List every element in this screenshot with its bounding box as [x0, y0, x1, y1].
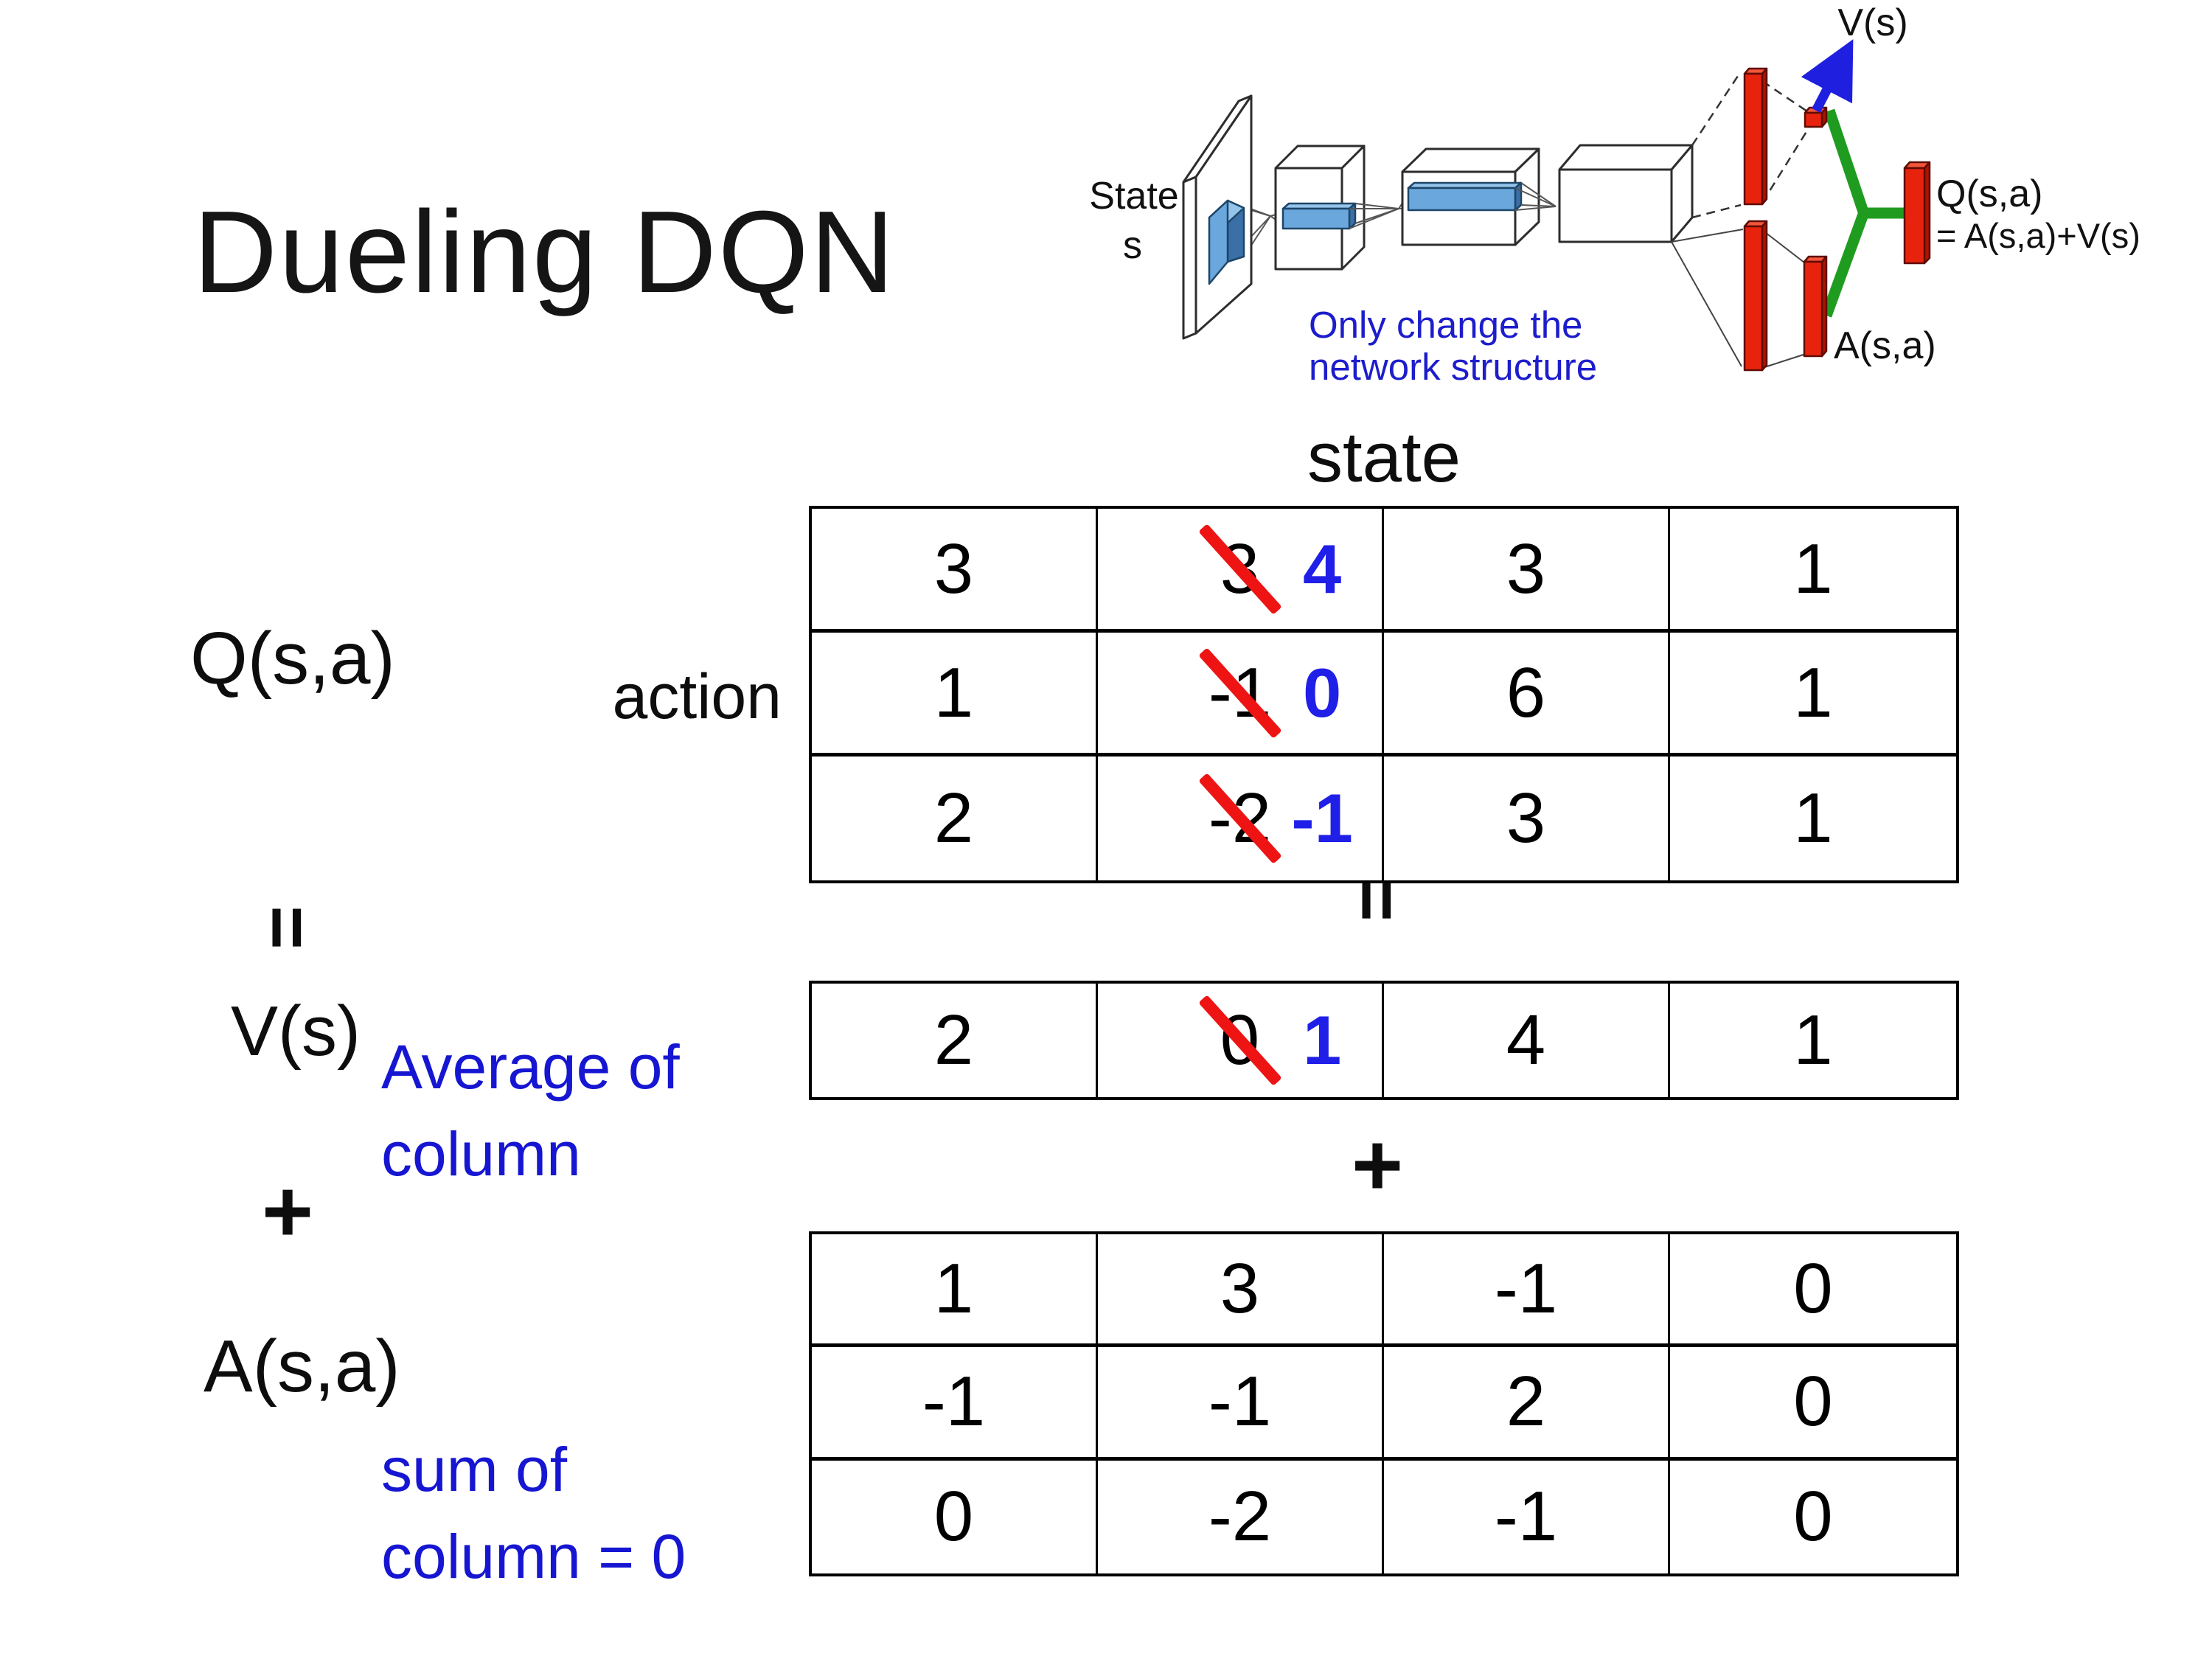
v-cell-c3: 1 — [1793, 1001, 1833, 1079]
dueling-network-diagram: State s V(s) Q(s,a) = A(s,a)+V(s) A(s,a)… — [1089, 1, 2140, 388]
equals-sign-left: = — [246, 905, 330, 950]
diagram-v-output-label: V(s) — [1837, 1, 1907, 44]
conv-filter-patch — [1208, 199, 1245, 285]
q-cell-r0c3: 1 — [1670, 509, 1956, 633]
v-stream-dashed-links — [1691, 73, 1812, 219]
q-table: 3 3 4 3 1 1 -1 0 6 1 2 -2 -1 3 1 — [809, 506, 1959, 883]
v-table: 2 0 1 4 1 — [809, 981, 1959, 1100]
q-matrix-label: Q(s,a) — [190, 617, 395, 700]
plus-sign-middle: + — [1351, 1116, 1404, 1214]
v-cell-c2: 4 — [1384, 984, 1670, 1097]
diagram-q-output-formula: = A(s,a)+V(s) — [1936, 216, 2140, 255]
a-cell-r0c0: 1 — [812, 1234, 1098, 1348]
fc-bar-v-stream — [1743, 67, 1768, 206]
v-annotation-line2: column — [381, 1119, 581, 1189]
q-cell-r0c0: 3 — [812, 509, 1098, 633]
q-new-value: 4 — [1303, 529, 1342, 608]
a-cell-r2c1: -2 — [1098, 1460, 1384, 1573]
a-annotation-line1: sum of — [381, 1435, 568, 1504]
q-cell-r2c2: 3 — [1384, 757, 1670, 880]
q-cell-r1c3: 1 — [1670, 633, 1956, 757]
q-cell-r2c3: 1 — [1793, 779, 1833, 858]
a-matrix-label: A(s,a) — [204, 1325, 400, 1408]
a-cell-r1c0: -1 — [812, 1347, 1098, 1461]
a-cell-r0c2: -1 — [1384, 1234, 1670, 1348]
q-output-bar — [1903, 161, 1931, 265]
a-stream-links — [1671, 229, 1806, 369]
a-cell-r2c3: 0 — [1793, 1477, 1833, 1557]
a-annotation-line2: column = 0 — [381, 1522, 686, 1591]
diagram-note-line2: network structure — [1309, 346, 1597, 388]
v-new-value: 1 — [1303, 1001, 1342, 1079]
diagram-a-output-label: A(s,a) — [1834, 324, 1936, 367]
fc-bar-a-stream — [1743, 220, 1768, 372]
action-label: action — [612, 661, 782, 732]
feature-slab-1 — [1281, 202, 1357, 230]
q-cell-r2c1: -2 -1 — [1098, 757, 1384, 880]
q-new-value: 0 — [1303, 653, 1342, 731]
diagram-state-s-label: s — [1123, 224, 1142, 267]
a-cell-r1c1: -1 — [1098, 1347, 1384, 1461]
q-cell-r1c0: 1 — [812, 633, 1098, 757]
q-cell-r2c0: 2 — [812, 757, 1098, 880]
state-header: state — [1307, 418, 1461, 497]
a-cell-r2c2: -1 — [1384, 1460, 1670, 1573]
a-cell-r2c0: 0 — [812, 1460, 1098, 1573]
conv-box-3 — [1558, 144, 1694, 243]
diagram-q-output-label: Q(s,a) — [1936, 173, 2042, 215]
v-annotation-line1: Average of — [381, 1032, 680, 1102]
a-vector-node — [1803, 255, 1828, 358]
q-cell-r0c1: 3 4 — [1098, 509, 1384, 633]
diagram-note-line1: Only change the — [1309, 304, 1582, 346]
slide-title: Dueling DQN — [193, 187, 896, 317]
a-cell-r0c1: 3 — [1098, 1234, 1384, 1348]
conv-fan-lines-3 — [1514, 182, 1557, 211]
v-vector-label: V(s) — [231, 992, 361, 1071]
a-cell-r1c2: 2 — [1384, 1347, 1670, 1461]
plus-sign-left: + — [261, 1162, 314, 1261]
v-cell-c0: 2 — [812, 984, 1098, 1097]
a-cell-r1c3: 0 — [1670, 1347, 1956, 1461]
q-cell-r1c2: 6 — [1384, 633, 1670, 757]
v-cell-c1: 0 1 — [1098, 984, 1384, 1097]
a-annotation: sum of column = 0 — [381, 1426, 686, 1600]
v-output-arrow — [1801, 39, 1854, 113]
q-cell-r1c1: -1 0 — [1098, 633, 1384, 757]
q-new-value: -1 — [1291, 779, 1353, 857]
a-table: 1 3 -1 0 -1 -1 2 0 0 -2 -1 0 — [809, 1231, 1959, 1576]
v-scalar-node — [1804, 106, 1828, 128]
v-annotation: Average of column — [381, 1023, 680, 1197]
a-cell-r0c3: 0 — [1670, 1234, 1956, 1348]
aggregation-links — [1820, 108, 1907, 318]
diagram-state-label: State — [1089, 175, 1178, 218]
feature-slab-2 — [1407, 181, 1523, 212]
q-cell-r0c2: 3 — [1384, 509, 1670, 633]
